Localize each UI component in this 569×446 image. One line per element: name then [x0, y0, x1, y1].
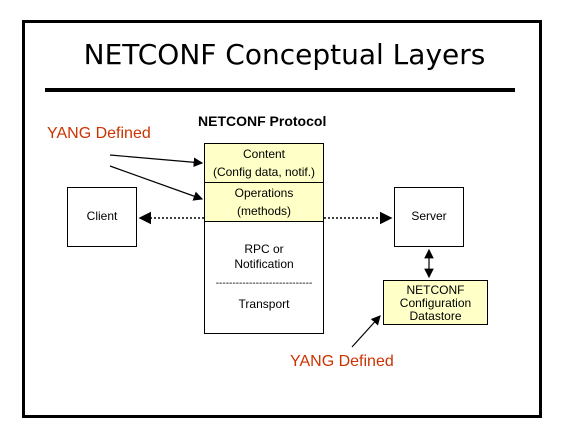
rpc-label-line1: RPC or [244, 242, 284, 256]
yang-to-datastore-arrow [351, 315, 381, 348]
client-box: Client [67, 187, 137, 247]
datastore-label-line2: Configuration [399, 296, 472, 310]
yang-defined-label-bottom: YANG Defined [290, 353, 394, 370]
layer-separator: ----------------------------- [215, 278, 313, 289]
datastore-label-line1: NETCONF [406, 283, 465, 297]
datastore-label-line3: Datastore [409, 309, 462, 323]
operations-layer: Operations (methods) [204, 182, 324, 222]
title-rule [45, 88, 515, 92]
rpc-transport-layer: RPC or Notification --------------------… [204, 221, 324, 334]
transport-label: Transport [238, 297, 290, 311]
operations-label: Operations [234, 186, 294, 200]
datastore-box: NETCONF Configuration Datastore [383, 280, 488, 325]
server-box: Server [394, 187, 464, 247]
operations-sublabel: (methods) [236, 204, 292, 218]
protocol-label: NETCONF Protocol [198, 113, 327, 129]
rpc-label-line2: Notification [234, 257, 294, 271]
yang-to-content-arrow [109, 154, 204, 168]
server-label: Server [411, 209, 447, 223]
content-layer: Content (Config data, notif.) [204, 143, 324, 183]
yang-to-operations-arrow [109, 165, 204, 201]
content-sublabel: (Config data, notif.) [212, 165, 316, 179]
content-label: Content [242, 147, 286, 161]
slide-title: NETCONF Conceptual Layers [83, 38, 486, 71]
client-label: Client [86, 209, 118, 223]
yang-defined-label-top: YANG Defined [47, 125, 151, 142]
